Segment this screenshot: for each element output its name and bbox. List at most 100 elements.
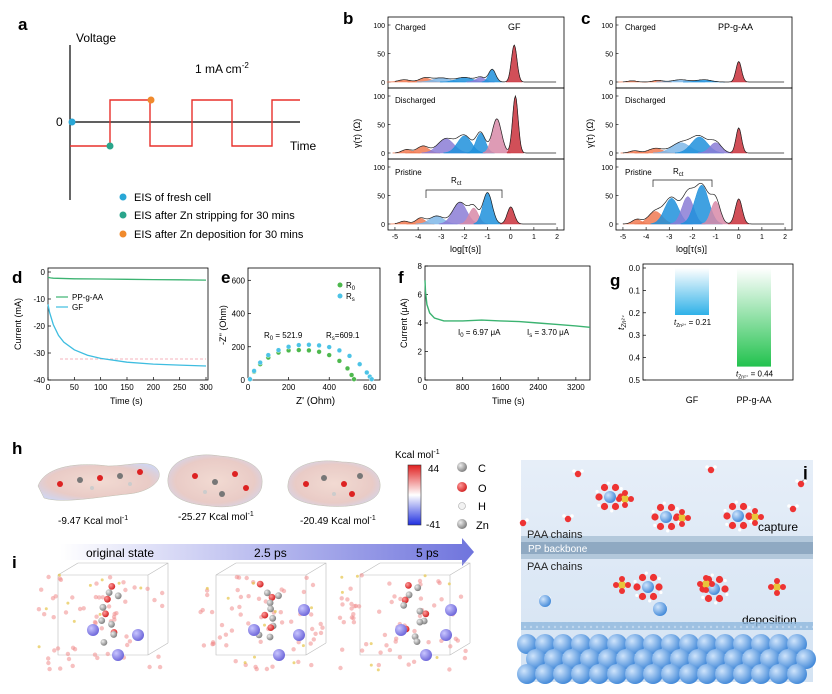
panel-e-point — [346, 353, 353, 359]
zn-deposit-sphere — [787, 664, 807, 684]
timeline-label: 2.5 ps — [254, 546, 287, 560]
zn-deposit-sphere — [625, 664, 645, 684]
legend-label: EIS of fresh cell — [134, 192, 211, 204]
panel-c-state-charged: Charged — [625, 23, 656, 32]
panel-e-point — [326, 352, 332, 358]
zn-deposit-sphere — [607, 634, 627, 654]
legend-marker — [119, 193, 127, 201]
panel-h-cbar-max: 44 — [428, 464, 440, 475]
panel-b-ytick-label: 100 — [373, 23, 385, 30]
panel-d-ytick-label: -20 — [33, 322, 45, 331]
panel-d-xtick-label: 250 — [173, 383, 187, 392]
zn-deposit-sphere — [742, 649, 762, 669]
panel-b-xtick-label: -3 — [438, 234, 444, 241]
panel-c-ytick-label: 100 — [601, 165, 613, 172]
panel-b-state-pristine: Pristine — [395, 168, 422, 177]
panel-b-ytick-label: 100 — [373, 165, 385, 172]
panel-a-letter: a — [18, 15, 28, 34]
zn-deposit-sphere — [571, 664, 591, 684]
zn-deposit-sphere — [661, 664, 681, 684]
panel-e-point — [344, 365, 351, 372]
molecule-3 — [287, 460, 381, 507]
zn-deposit-sphere — [751, 634, 771, 654]
zn-deposit-sphere — [769, 634, 789, 654]
panel-e-xtick-label: 400 — [323, 383, 337, 392]
panel-b-xtick-label: -5 — [392, 234, 398, 241]
panel-e-ytick-label: 400 — [232, 310, 246, 319]
panel-c-ytick-label: 50 — [605, 123, 613, 130]
panel-a-xlabel: Time — [290, 139, 317, 153]
zn-deposit-sphere — [715, 664, 735, 684]
atom-label: C — [478, 463, 486, 475]
panel-b-ytick-label: 0 — [381, 151, 385, 158]
zn-ion — [132, 629, 144, 641]
panel-e-point — [316, 349, 322, 355]
panel-i-letter: i — [12, 553, 17, 572]
zn-deposit-sphere — [607, 664, 627, 684]
zn-deposit-sphere — [769, 664, 789, 684]
panel-c-xtick-label: -1 — [712, 234, 718, 241]
molecule-1 — [37, 463, 160, 501]
md-snapshot — [198, 562, 327, 672]
panel-c: c PP-g-AA Charged Discharged Pristine γ(… — [581, 9, 793, 254]
panel-e-point — [351, 376, 357, 382]
panel-b-ytick-label: 50 — [377, 194, 385, 201]
panel-c-ytick-label: 0 — [609, 222, 613, 229]
atom-label: H — [478, 501, 486, 513]
zn-deposit-sphere — [553, 634, 573, 654]
atom-oxygen-icon — [457, 482, 467, 492]
panel-f-xlabel: Time (s) — [492, 396, 525, 406]
zn-ion — [420, 649, 432, 661]
panel-d-xtick-label: 150 — [120, 383, 134, 392]
panel-e-point — [316, 342, 322, 349]
panel-c-xtick-label: 2 — [783, 234, 787, 241]
panel-d-ylabel: Current (mA) — [13, 298, 23, 350]
panel-d-series-line — [47, 276, 207, 281]
panel-j: j PAA chains PP backbone PAA chains capt… — [517, 460, 816, 684]
atom-zinc-icon — [457, 519, 467, 529]
panel-b-letter: b — [343, 9, 353, 28]
panel-a-current: 1 mA cm-2 — [195, 61, 249, 76]
panel-c-xtick-label: -4 — [643, 234, 649, 241]
zn-deposit-sphere — [715, 634, 735, 654]
panel-e-point — [251, 368, 257, 374]
panel-e-point — [336, 347, 343, 354]
water-molecule — [787, 504, 799, 513]
panel-c-xtick-label: -5 — [620, 234, 626, 241]
legend-label: EIS after Zn deposition for 30 mins — [134, 229, 304, 241]
panel-b-xtick-label: -1 — [484, 234, 490, 241]
panel-f-xtick-label: 0 — [423, 383, 428, 392]
solvated-zn-ion — [651, 501, 681, 533]
zn-deposit-sphere — [562, 649, 582, 669]
panel-g-bar — [737, 268, 771, 367]
panel-f-i0-value: I0 = 6.97 μA — [458, 328, 501, 339]
panel-f-letter: f — [398, 268, 404, 287]
atom-hydrogen-icon — [458, 502, 466, 510]
zn-deposit-sphere — [553, 664, 573, 684]
panel-g-ytick-label: 0.5 — [629, 376, 641, 385]
panel-e-point — [364, 369, 370, 376]
zn-deposit-sphere — [589, 664, 609, 684]
molecule-2 — [167, 454, 263, 508]
sulfate-ion — [697, 575, 715, 593]
panel-b-xtick-label: 2 — [555, 234, 559, 241]
panel-h-energy-2: -25.27 Kcal mol-1 — [178, 511, 254, 523]
panel-c-ytick-label: 50 — [605, 52, 613, 59]
panel-g-ylabel: tZn²⁺ — [616, 314, 628, 330]
zn-deposit-sphere — [652, 649, 672, 669]
panel-f-ytick-label: 2 — [418, 348, 423, 357]
zn-deposit-sphere — [724, 649, 744, 669]
zn-deposit-sphere — [751, 664, 771, 684]
zn-deposit-sphere — [733, 664, 753, 684]
panel-e-r0-value: R0 = 521.9 — [264, 331, 303, 342]
legend-marker — [119, 230, 127, 238]
zn-deposit-sphere — [580, 649, 600, 669]
panel-d-legend-gf: GF — [72, 303, 83, 312]
zn-ion — [248, 624, 260, 636]
panel-e-xlabel: Z' (Ohm) — [296, 396, 335, 407]
panel-f-xtick-label: 1600 — [492, 383, 510, 392]
paa-chains-bottom-label: PAA chains — [527, 561, 583, 573]
zn-ion — [298, 604, 310, 616]
panel-e-point — [369, 376, 375, 382]
